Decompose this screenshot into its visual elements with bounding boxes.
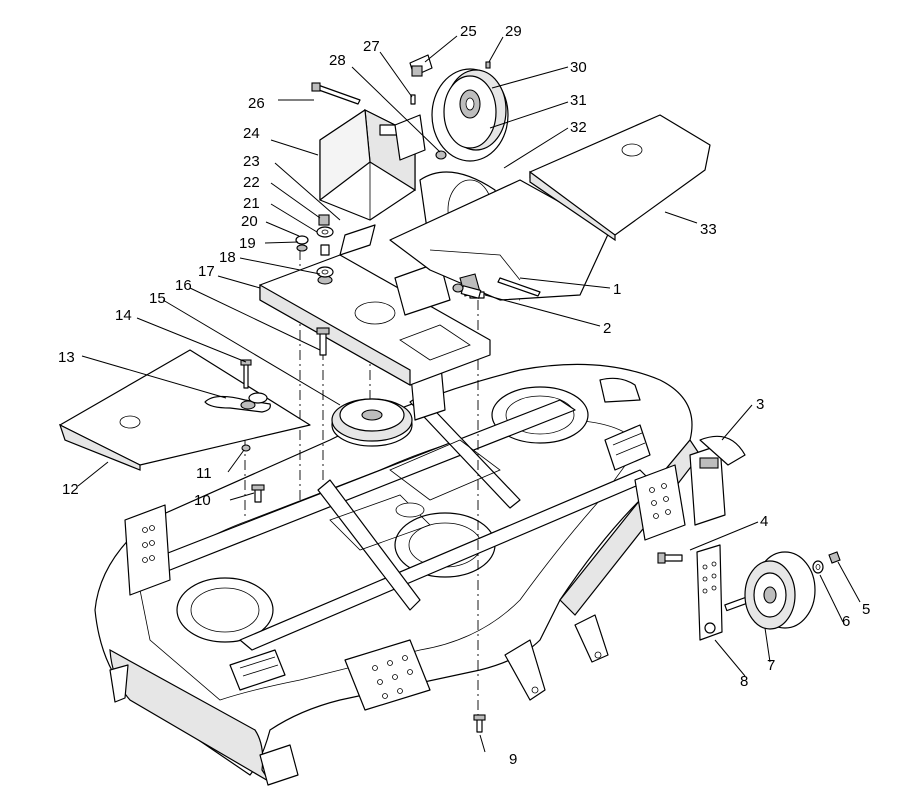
callout-14: 14 bbox=[115, 307, 132, 324]
bolt-4 bbox=[657, 552, 683, 564]
callout-33: 33 bbox=[700, 221, 717, 238]
bolt-26 bbox=[311, 82, 361, 105]
callout-labels: 1 2 3 4 5 6 7 8 9 10 11 12 13 14 15 16 1… bbox=[58, 23, 870, 768]
callout-6: 6 bbox=[842, 613, 850, 630]
callout-3: 3 bbox=[756, 396, 764, 413]
leader-lines bbox=[77, 35, 861, 753]
callout-25: 25 bbox=[460, 23, 477, 40]
left-bracket-holes bbox=[142, 525, 155, 563]
callout-23: 23 bbox=[243, 153, 260, 170]
mount-plate bbox=[259, 224, 491, 387]
callout-9: 9 bbox=[509, 751, 517, 768]
bolt-1 bbox=[497, 277, 541, 297]
callout-19: 19 bbox=[239, 235, 256, 252]
callout-11: 11 bbox=[196, 465, 212, 482]
callout-12: 12 bbox=[62, 481, 79, 498]
callout-21: 21 bbox=[243, 195, 260, 212]
nut-11 bbox=[241, 444, 251, 452]
callout-26: 26 bbox=[248, 95, 265, 112]
callout-4: 4 bbox=[760, 513, 768, 530]
front-bracket-holes bbox=[372, 655, 413, 699]
callout-31: 31 bbox=[570, 92, 587, 109]
nut-28 bbox=[435, 150, 447, 160]
callout-20: 20 bbox=[241, 213, 258, 230]
callout-5: 5 bbox=[862, 601, 870, 618]
callout-10: 10 bbox=[194, 492, 211, 509]
fitting-25 bbox=[409, 54, 433, 77]
belt-guard-32 bbox=[389, 171, 611, 301]
callout-2: 2 bbox=[603, 320, 611, 337]
callout-15: 15 bbox=[149, 290, 166, 307]
callout-27: 27 bbox=[363, 38, 380, 55]
callout-28: 28 bbox=[329, 52, 346, 69]
washer-6 bbox=[812, 560, 824, 574]
callout-29: 29 bbox=[505, 23, 522, 40]
bracket-3 bbox=[689, 435, 746, 526]
set-screw-29 bbox=[485, 61, 491, 69]
wheel-7 bbox=[724, 551, 816, 630]
callout-22: 22 bbox=[243, 174, 260, 191]
mower-deck bbox=[94, 354, 701, 786]
callout-18: 18 bbox=[219, 249, 236, 266]
callout-30: 30 bbox=[570, 59, 587, 76]
callout-32: 32 bbox=[570, 119, 587, 136]
hardware-stack bbox=[295, 214, 334, 356]
bolt-2 bbox=[452, 283, 482, 299]
drive-pulley-30 bbox=[431, 68, 509, 162]
callout-7: 7 bbox=[767, 657, 775, 674]
key-27 bbox=[410, 94, 416, 105]
callout-16: 16 bbox=[175, 277, 192, 294]
bolt-10 bbox=[251, 484, 265, 503]
callout-8: 8 bbox=[740, 673, 748, 690]
callout-17: 17 bbox=[198, 263, 215, 280]
pulley-15 bbox=[331, 398, 413, 447]
gearbox-24 bbox=[319, 108, 426, 221]
wheel-arm-8 bbox=[696, 544, 723, 641]
arm-holes bbox=[702, 561, 717, 594]
nut-5 bbox=[828, 551, 841, 564]
callout-1: 1 bbox=[613, 281, 621, 298]
callout-13: 13 bbox=[58, 349, 75, 366]
bolt-9 bbox=[473, 714, 486, 733]
callout-24: 24 bbox=[243, 125, 260, 142]
top-cover-33 bbox=[529, 114, 711, 242]
left-cover-12 bbox=[58, 349, 311, 471]
right-bracket-holes bbox=[649, 483, 671, 519]
